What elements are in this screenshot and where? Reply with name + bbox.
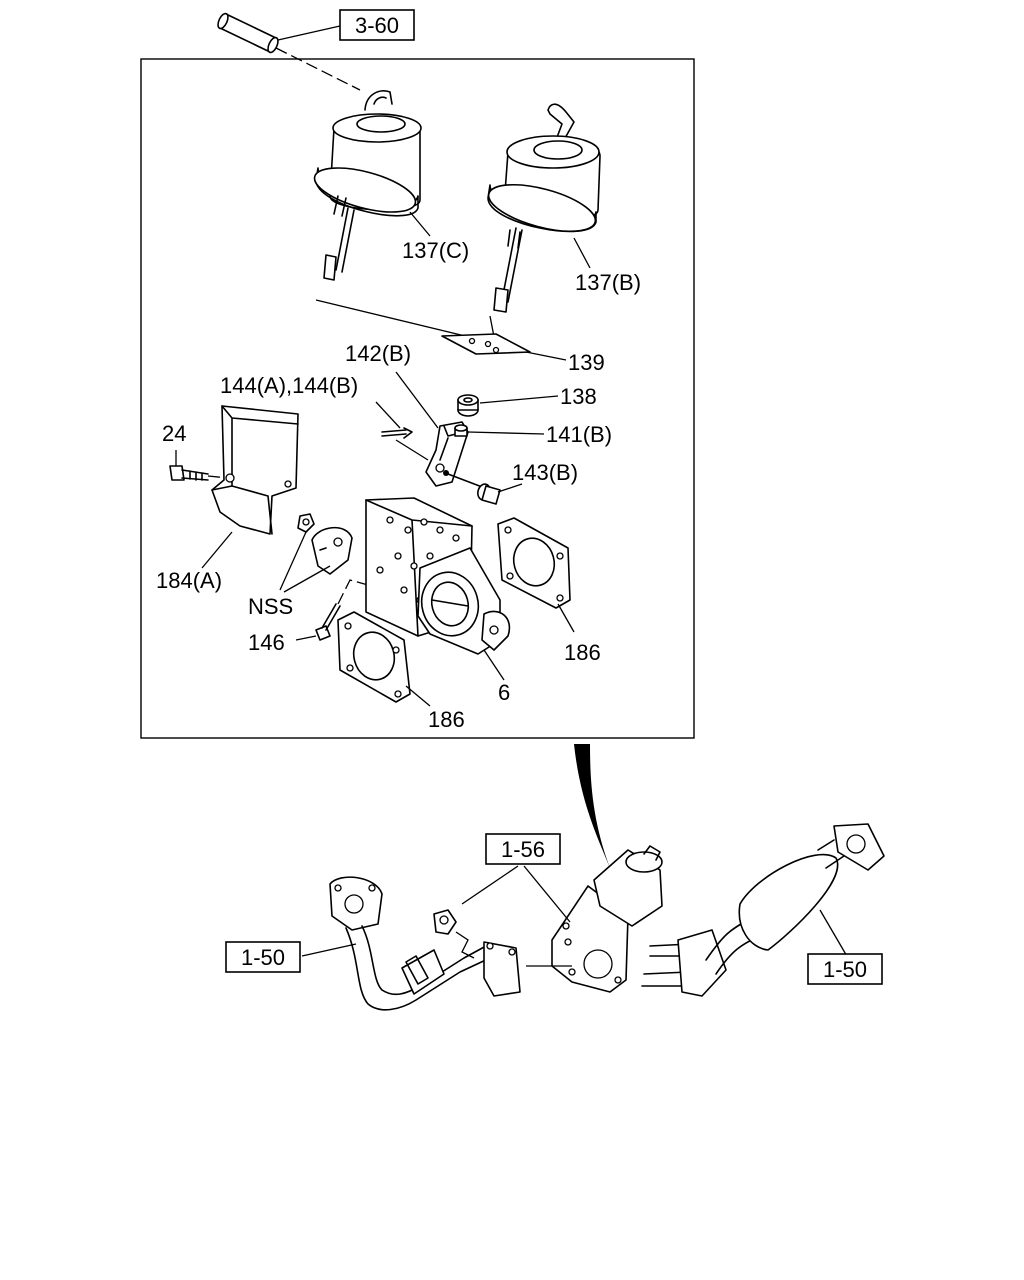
label-137b: 137(B) xyxy=(575,270,641,295)
ref-box-3-60[interactable]: 3-60 xyxy=(339,9,415,41)
ref-1-50-right-label: 1-50 xyxy=(823,957,867,982)
gasket-186-bottom xyxy=(337,611,411,703)
bolt-146 xyxy=(315,603,341,641)
nut-nss xyxy=(297,513,315,533)
label-186-bottom: 186 xyxy=(428,707,465,732)
label-146: 146 xyxy=(248,630,285,655)
exhaust-pipe-left xyxy=(329,876,521,1011)
label-143b: 143(B) xyxy=(512,460,578,485)
pointer-arrow xyxy=(574,744,610,868)
heat-shield-184a xyxy=(211,405,299,535)
nut-assembly xyxy=(433,909,457,935)
label-24: 24 xyxy=(162,421,186,446)
pin-143b xyxy=(443,470,501,505)
label-6: 6 xyxy=(498,680,510,705)
exhaust-pipe-right xyxy=(641,823,885,997)
plate-nss xyxy=(311,526,353,575)
valve-assembly xyxy=(551,845,663,993)
bolt-24 xyxy=(169,465,209,481)
ref-1-56-label: 1-56 xyxy=(501,837,545,862)
label-nss: NSS xyxy=(248,594,293,619)
label-184a: 184(A) xyxy=(156,568,222,593)
label-144: 144(A),144(B) xyxy=(220,373,358,398)
lever-142b xyxy=(425,421,469,487)
vacuum-hose xyxy=(217,12,361,91)
gasket-139 xyxy=(441,333,531,355)
vacuum-actuator-137b xyxy=(487,103,601,313)
label-139: 139 xyxy=(568,350,605,375)
nut-138 xyxy=(457,394,479,417)
ref-box-1-50-right[interactable]: 1-50 xyxy=(807,953,883,985)
pin-144 xyxy=(381,427,413,439)
ref-box-1-56[interactable]: 1-56 xyxy=(485,833,561,865)
ref-box-1-50-left[interactable]: 1-50 xyxy=(225,941,301,973)
inset-frame xyxy=(140,58,695,739)
ref-3-60-label: 3-60 xyxy=(355,13,399,38)
ref-1-50-left-label: 1-50 xyxy=(241,945,285,970)
label-137c: 137(C) xyxy=(402,238,469,263)
label-142b: 142(B) xyxy=(345,341,411,366)
label-138: 138 xyxy=(560,384,597,409)
washer-141b xyxy=(454,424,468,437)
valve-body-6 xyxy=(365,497,511,655)
gasket-186-right xyxy=(497,517,571,609)
label-186-right: 186 xyxy=(564,640,601,665)
label-141b: 141(B) xyxy=(546,422,612,447)
vacuum-actuator-137c xyxy=(313,90,422,281)
